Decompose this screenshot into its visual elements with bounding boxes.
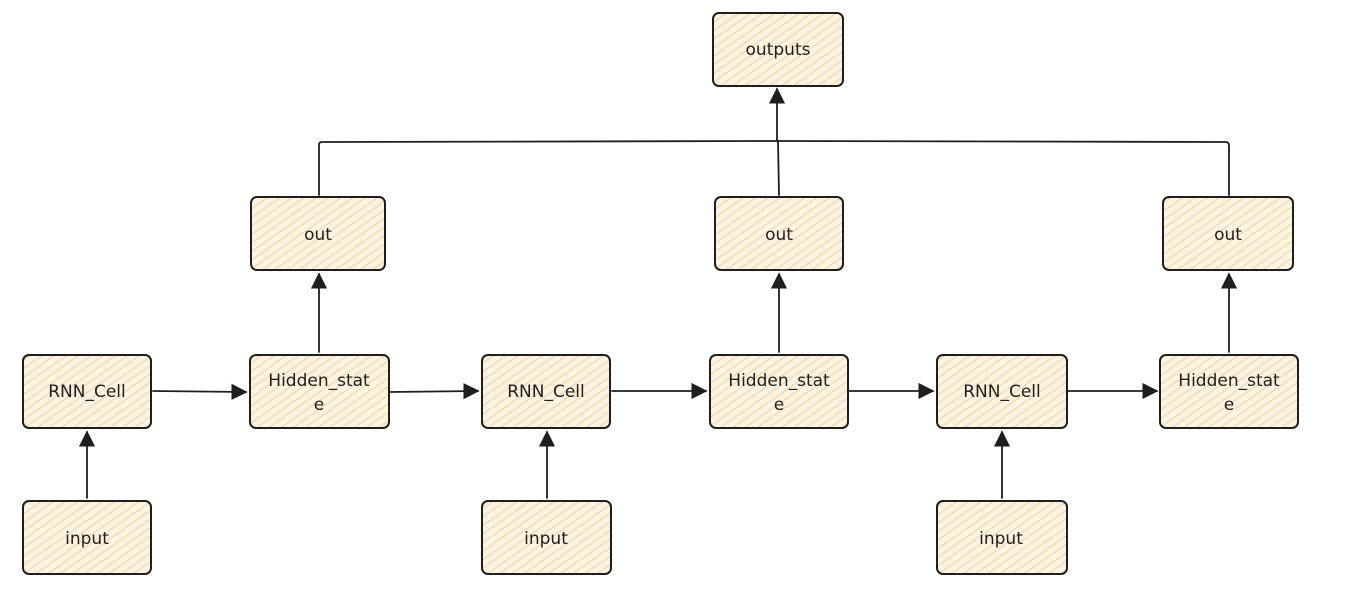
node-in2: input xyxy=(481,500,612,575)
node-label: out xyxy=(304,225,332,245)
node-rnn2: RNN_Cell xyxy=(481,354,611,429)
node-label: outputs xyxy=(746,40,811,60)
node-label: Hidden_stat xyxy=(1178,371,1280,391)
node-rnn1: RNN_Cell xyxy=(22,354,152,429)
edge-out1-outputs xyxy=(318,87,786,196)
node-out2: out xyxy=(714,196,844,271)
node-label: RNN_Cell xyxy=(963,382,1041,402)
node-label: RNN_Cell xyxy=(507,382,585,402)
node-label: Hidden_stat xyxy=(268,371,370,391)
node-label: input xyxy=(65,529,109,549)
node-label: out xyxy=(765,225,793,245)
edges xyxy=(78,87,1238,499)
node-label: RNN_Cell xyxy=(48,382,126,402)
edge-out3-outputs xyxy=(777,140,1230,196)
node-out1: out xyxy=(250,196,386,271)
node-label: Hidden_stat xyxy=(728,371,830,391)
edge-rnn1-hs1 xyxy=(152,383,248,400)
node-hs3: Hidden_stat e xyxy=(1159,354,1299,429)
edge-out2-outputs xyxy=(777,140,780,196)
node-outputs: outputs xyxy=(712,12,844,87)
node-rnn3: RNN_Cell xyxy=(936,354,1068,429)
node-label: e xyxy=(1224,395,1234,415)
node-label: out xyxy=(1214,225,1242,245)
node-hs2: Hidden_stat e xyxy=(709,354,849,429)
node-label: e xyxy=(314,395,324,415)
node-label: input xyxy=(524,529,568,549)
edge-hs1-rnn2 xyxy=(389,383,480,400)
nodes: outputs out out out RNN_Cell Hidden_stat… xyxy=(22,12,1299,575)
node-hs1: Hidden_stat e xyxy=(249,354,390,429)
node-in1: input xyxy=(22,500,152,575)
node-label: input xyxy=(979,529,1023,549)
node-out3: out xyxy=(1162,196,1294,271)
node-label: e xyxy=(774,395,784,415)
node-in3: input xyxy=(936,500,1068,575)
